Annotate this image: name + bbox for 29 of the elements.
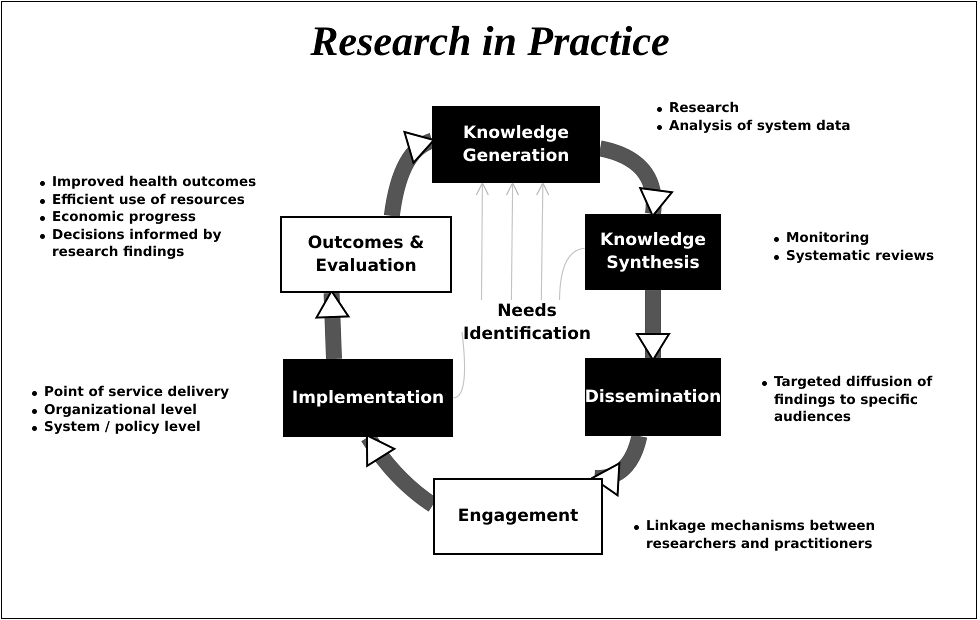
arrow [536, 182, 550, 300]
connector-line [452, 332, 466, 399]
bullet-text: Point of service delivery [44, 384, 230, 400]
arrow [506, 182, 520, 300]
bullet-text: Organizational level [44, 402, 197, 418]
block-arrow [636, 290, 670, 361]
bullet-text: Efficient use of resources [52, 192, 245, 208]
bullet-text: Analysis of system data [669, 118, 850, 134]
bullet-text: Linkage mechanisms between researchers and practitioners [646, 518, 876, 552]
stage-box-outlined: Outcomes & Evaluation [280, 216, 452, 293]
stage-box-outlined: Engagement [433, 478, 603, 555]
block-arrow [592, 434, 648, 496]
stage-box: Knowledge Synthesis [585, 214, 721, 290]
arrow [476, 182, 489, 300]
title: Research in Practice [309, 18, 671, 66]
center-label: Needs Identification [462, 300, 592, 346]
bullet-text: Decisions informed by research findings [52, 226, 222, 260]
bullet-text: Improved health outcomes [52, 174, 256, 190]
connector-line [558, 248, 586, 300]
bullet-text: Research [669, 100, 740, 116]
block-arrow [598, 140, 672, 217]
stage-box: Knowledge Generation [432, 106, 600, 183]
stage-box: Implementation [283, 359, 453, 437]
stage-box: Dissemination [585, 358, 721, 436]
bullet-text: System / policy level [44, 419, 201, 436]
bullet-text: Targeted diffusion of findings to specific audiences [774, 374, 932, 426]
bullet-text: Systematic reviews [786, 248, 934, 264]
bullet-text: Monitoring [786, 230, 870, 246]
bullet-text: Economic progress [52, 209, 196, 226]
